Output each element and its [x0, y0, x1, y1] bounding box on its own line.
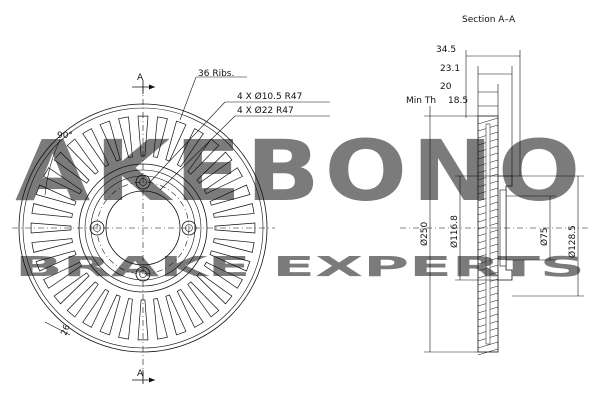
vent-slot: [196, 151, 233, 184]
vent-slot: [137, 299, 149, 341]
section-title: Section A–A: [462, 15, 516, 25]
svg-text:20: 20: [440, 82, 452, 92]
watermark-tagline: BRAKE EXPERTS: [15, 250, 585, 283]
vent-slot: [209, 250, 251, 272]
vent-slot: [118, 298, 133, 340]
section-view: Section A–A 34.5 23.1: [400, 15, 590, 356]
vent-slot: [99, 294, 121, 336]
hatch-line: [477, 117, 499, 125]
hole-small-label: 4 X Ø10.5 R47: [237, 91, 302, 102]
vent-slot: [165, 120, 187, 162]
vent-slot: [153, 298, 168, 340]
svg-text:Ø75: Ø75: [539, 227, 550, 246]
hatch-line: [477, 341, 499, 349]
chamfer-leader: [44, 321, 71, 336]
dim-outer-diameter: Ø250: [419, 106, 478, 353]
vent-slot: [213, 238, 255, 253]
angle-label: 90°: [57, 131, 73, 141]
vent-slot: [137, 115, 149, 157]
svg-text:18.5: 18.5: [448, 96, 468, 106]
dim-hat-height: 23.1: [440, 64, 513, 176]
dim-min-thickness: Min Th 18.5: [406, 96, 498, 107]
hatch-line: [477, 348, 499, 356]
dim-hub-diameter: Ø128.5: [512, 175, 584, 297]
section-marker-top: A: [132, 73, 155, 94]
vent-slot: [53, 151, 90, 184]
svg-text:23.1: 23.1: [440, 64, 460, 74]
vent-slot: [82, 128, 110, 168]
dim-total-width: 34.5: [436, 45, 521, 176]
svg-text:34.5: 34.5: [436, 45, 456, 55]
svg-text:Ø116.8: Ø116.8: [449, 215, 460, 248]
vent-slot: [176, 288, 204, 328]
vent-slot: [187, 281, 220, 318]
vent-slot: [31, 238, 73, 253]
svg-text:Ø250: Ø250: [419, 221, 430, 246]
chamfer-label: 26: [59, 323, 72, 337]
vent-slot: [209, 184, 251, 206]
dim-thickness: 20: [440, 82, 499, 116]
vent-slot: [118, 116, 133, 158]
dim-center-bore: Ø75: [506, 195, 556, 261]
section-vent-channel: [485, 123, 491, 345]
brand-watermark: AKEBONO BRAKE EXPERTS: [15, 122, 585, 283]
drawing-layer: A A 36 Ribs. 4 X Ø10.5 R47 4 X Ø22 R47 9…: [12, 15, 590, 384]
vent-slot: [99, 120, 121, 162]
bolt-circle: [96, 181, 190, 275]
vent-slot: [53, 272, 90, 305]
section-letter-top: A: [137, 73, 144, 83]
vent-slot: [35, 184, 77, 206]
vent-slot: [203, 261, 243, 289]
section-marker-bottom: A: [132, 369, 155, 384]
front-view: A A 36 Ribs. 4 X Ø10.5 R47 4 X Ø22 R47 9…: [12, 69, 330, 384]
vent-slot: [31, 203, 73, 218]
vent-slot: [66, 281, 99, 318]
dim-hat-diameter: Ø116.8: [449, 175, 498, 281]
vent-slot: [196, 272, 233, 305]
vent-slot: [203, 167, 243, 195]
ribs-label: 36 Ribs.: [198, 69, 234, 79]
svg-text:Ø128.5: Ø128.5: [567, 225, 578, 258]
cooling-vents: [30, 115, 256, 341]
svg-text:Min Th: Min Th: [406, 96, 436, 106]
hole-large-label: 4 X Ø22 R47: [237, 105, 294, 116]
vent-slot: [66, 138, 99, 175]
vent-slot: [165, 294, 187, 336]
vent-slot: [35, 250, 77, 272]
vent-slot: [153, 116, 168, 158]
vent-slot: [82, 288, 110, 328]
vent-slot: [43, 167, 83, 195]
vent-slot: [43, 261, 83, 289]
vent-slot: [213, 203, 255, 218]
angle-arc: [44, 139, 61, 196]
vent-slot: [187, 138, 220, 175]
watermark-brand: AKEBONO: [15, 122, 585, 220]
section-letter-bottom: A: [137, 369, 144, 379]
